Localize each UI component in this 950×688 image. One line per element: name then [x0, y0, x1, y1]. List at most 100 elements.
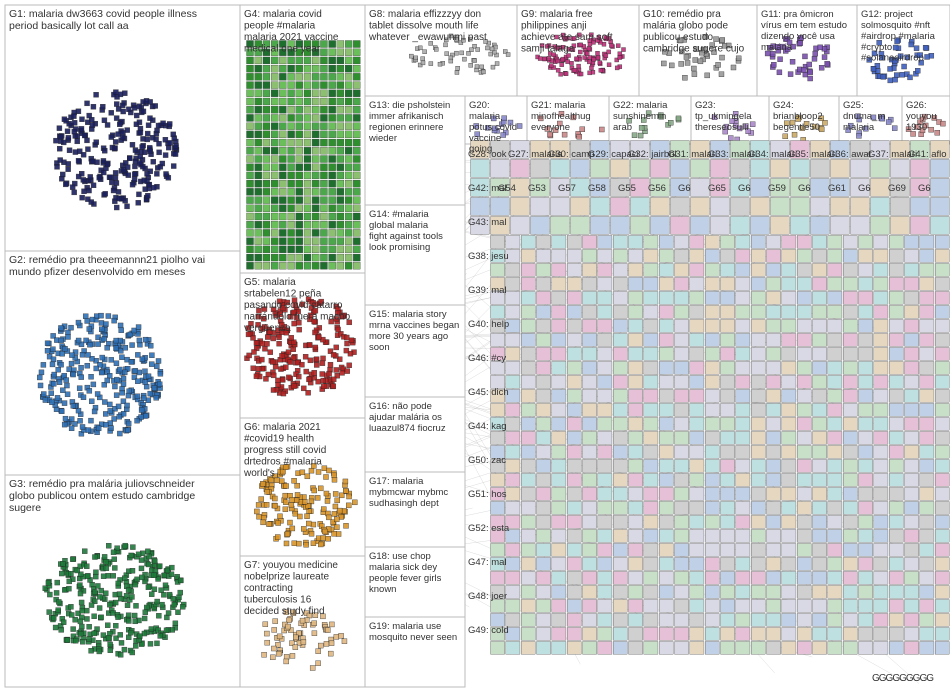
- node: [510, 178, 530, 197]
- node: [586, 46, 592, 51]
- node: [797, 473, 812, 487]
- node: [253, 373, 260, 379]
- node: [279, 106, 287, 114]
- node: [108, 357, 114, 363]
- node: [299, 361, 305, 368]
- node: [866, 57, 872, 63]
- node: [705, 613, 720, 627]
- node: [142, 571, 148, 578]
- node: [659, 431, 674, 445]
- node: [781, 641, 797, 655]
- node: [919, 585, 935, 599]
- node: [161, 592, 167, 598]
- node: [521, 249, 536, 263]
- node: [689, 277, 705, 291]
- node: [689, 529, 705, 543]
- node: [57, 145, 63, 152]
- node: [490, 459, 505, 473]
- node: [287, 122, 295, 130]
- node: [86, 187, 92, 194]
- node: [705, 571, 720, 585]
- node: [344, 40, 353, 48]
- node: [312, 204, 320, 212]
- node: [353, 114, 361, 122]
- node: [536, 543, 551, 557]
- node: [503, 49, 508, 54]
- node: [326, 467, 332, 474]
- node: [86, 112, 92, 119]
- node: [336, 188, 345, 196]
- node: [919, 361, 935, 375]
- node: [659, 263, 674, 277]
- group-frame-g19: [364, 616, 466, 688]
- node: [858, 389, 873, 403]
- node: [873, 263, 889, 277]
- node: [735, 375, 751, 389]
- node: [570, 178, 590, 197]
- node: [96, 605, 103, 611]
- node: [344, 130, 353, 139]
- node: [505, 641, 521, 655]
- node: [454, 50, 459, 56]
- node: [874, 63, 881, 69]
- node: [137, 129, 144, 136]
- node: [71, 113, 77, 119]
- node: [572, 36, 577, 41]
- node: [66, 147, 73, 153]
- node: [490, 347, 505, 361]
- node: [843, 641, 858, 655]
- cluster-g9: [535, 32, 626, 77]
- node: [628, 585, 643, 599]
- node: [643, 235, 659, 249]
- node: [120, 381, 127, 387]
- small-group-label: G53: [528, 183, 546, 194]
- node: [246, 212, 254, 221]
- node: [156, 613, 162, 619]
- node: [246, 229, 254, 237]
- small-group-label: G50: zac: [468, 455, 506, 466]
- node: [287, 253, 295, 262]
- node: [751, 333, 766, 347]
- node: [889, 445, 904, 459]
- node: [121, 646, 128, 653]
- node: [253, 340, 260, 346]
- node: [331, 531, 337, 537]
- node: [320, 114, 328, 122]
- node: [490, 585, 505, 599]
- node: [582, 277, 597, 291]
- node: [919, 599, 935, 613]
- node: [735, 403, 751, 417]
- node: [296, 373, 302, 380]
- node: [781, 459, 797, 473]
- node: [344, 204, 353, 212]
- node: [856, 133, 862, 139]
- node: [113, 337, 119, 344]
- node: [95, 425, 102, 432]
- node: [873, 445, 889, 459]
- node: [287, 212, 295, 221]
- node: [344, 56, 353, 65]
- node: [122, 542, 128, 549]
- node: [490, 333, 505, 347]
- node: [889, 319, 904, 333]
- node: [262, 179, 271, 188]
- node: [643, 277, 659, 291]
- node: [60, 619, 67, 625]
- node: [628, 529, 643, 543]
- node: [312, 40, 320, 48]
- node: [70, 556, 76, 562]
- node: [781, 571, 797, 585]
- node: [659, 389, 674, 403]
- node: [312, 329, 318, 336]
- node: [254, 188, 262, 196]
- node: [129, 142, 136, 148]
- node: [735, 319, 751, 333]
- node: [162, 137, 169, 143]
- node: [270, 262, 279, 270]
- node: [897, 53, 904, 59]
- node: [510, 159, 530, 178]
- node: [551, 277, 567, 291]
- node: [858, 585, 873, 599]
- node: [279, 253, 287, 262]
- node: [598, 68, 604, 73]
